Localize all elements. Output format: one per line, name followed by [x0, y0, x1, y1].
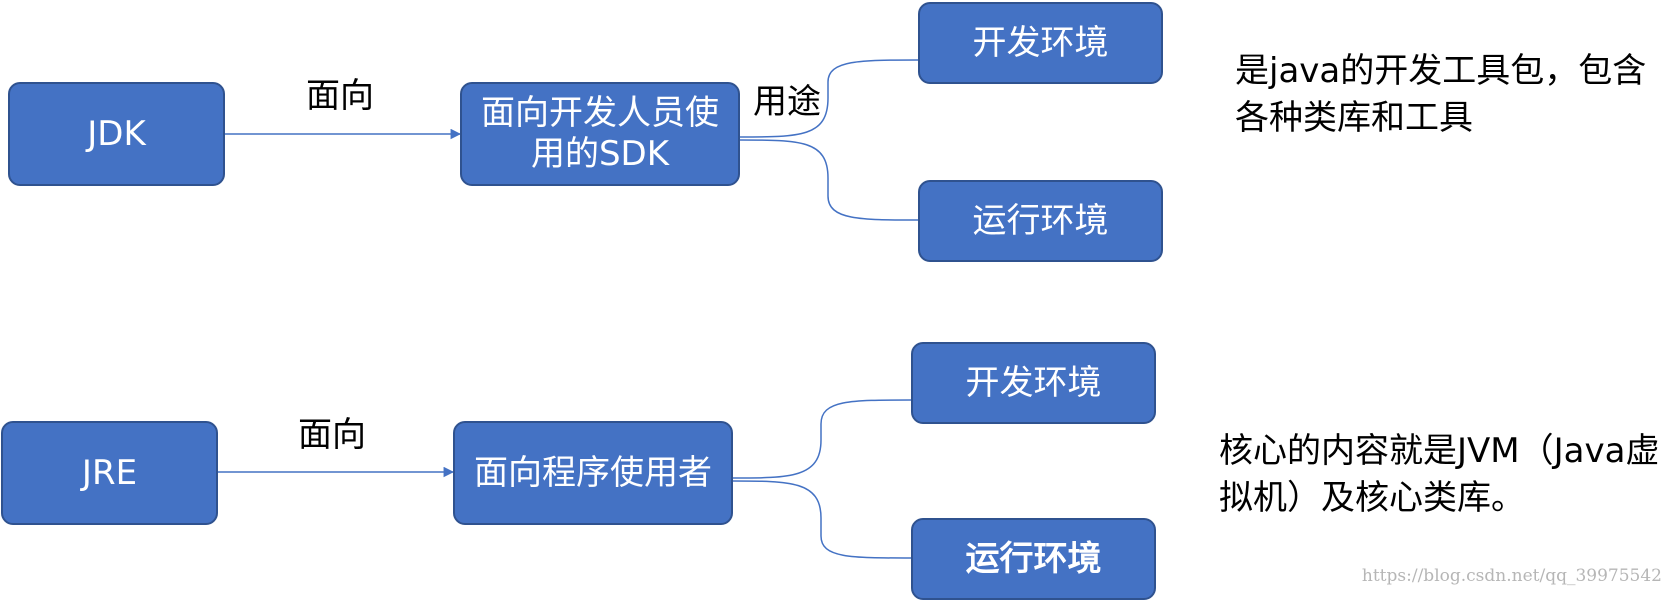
jre-runtime-env-label: 运行环境: [965, 538, 1102, 579]
jdk-note: 是java的开发工具包，包含各种类库和工具: [1235, 51, 1647, 138]
user-to-dev-env-connector: [732, 399, 912, 479]
user-node-label: 面向程序使用者: [474, 452, 712, 493]
jre-node-label: JRE: [81, 452, 138, 493]
jdk-runtime-env-node: 运行环境: [918, 180, 1163, 262]
jre-note: 核心的内容就是JVM（Java虚拟机）及核心类库。: [1219, 431, 1660, 518]
jdk-runtime-env-label: 运行环境: [972, 200, 1109, 241]
jre-dev-env-label: 开发环境: [965, 362, 1102, 403]
jre-runtime-env-node: 运行环境: [911, 518, 1156, 600]
sdk-node: 面向开发人员使用的SDK: [460, 82, 740, 186]
user-to-runtime-env-connector: [732, 480, 912, 559]
jdk-usage-label: 用途: [753, 82, 821, 122]
jre-edge-label: 面向: [298, 415, 366, 455]
watermark: https://blog.csdn.net/qq_39975542: [1361, 566, 1662, 586]
jdk-node-label: JDK: [87, 113, 146, 154]
jre-dev-env-node: 开发环境: [911, 342, 1156, 424]
jdk-node: JDK: [8, 82, 225, 186]
sdk-node-label: 面向开发人员使用的SDK: [481, 93, 719, 174]
sdk-to-runtime-env-connector: [739, 139, 919, 221]
jdk-edge-label: 面向: [306, 76, 374, 116]
jre-node: JRE: [1, 421, 218, 525]
sdk-to-dev-env-connector: [739, 59, 919, 138]
jdk-dev-env-label: 开发环境: [972, 22, 1109, 63]
user-node: 面向程序使用者: [453, 421, 733, 525]
jdk-dev-env-node: 开发环境: [918, 2, 1163, 84]
